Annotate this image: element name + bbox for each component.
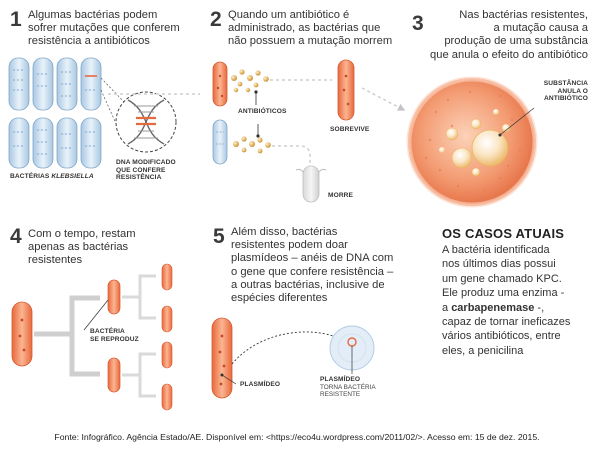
label-line: QUE CONFERE — [116, 166, 166, 174]
step-1-line: resistência a antibióticos — [28, 35, 150, 48]
step-1-number: 1 — [10, 8, 22, 31]
label-line: RESISTÊNCIA — [116, 174, 162, 182]
step-5-line: o gene que confere resistência – — [231, 265, 394, 278]
label-line: ANTIBIÓTICO — [544, 95, 588, 103]
label-line: PLASMÍDEO — [320, 376, 361, 383]
step-4-number: 4 — [10, 225, 22, 248]
step-5-text: Além disso, bactérias resistentes podem … — [231, 226, 431, 305]
cases-line: vários antibióticos, entre — [442, 330, 561, 343]
plasmid-transfer — [211, 317, 375, 399]
dies-label: MORRE — [328, 192, 354, 199]
label-line: DNA MODIFICADO — [116, 159, 176, 166]
label-line: RESISTENTE — [320, 391, 361, 398]
step-2-line: administrado, as bactérias que — [228, 22, 381, 35]
dna-zoom-circle — [115, 91, 177, 153]
bacterium-resistant — [212, 61, 228, 107]
klebsiella-bacteria-group — [8, 57, 102, 169]
bacterium-mutated — [80, 57, 102, 111]
step-5-line: a outras bactérias, inclusive de — [231, 278, 385, 291]
step-5-line: plasmídeos – anéis de DNA com — [231, 252, 394, 265]
step-4-text: Com o tempo, restam apenas as bactérias … — [28, 228, 178, 268]
bacterium-blue — [8, 117, 30, 169]
step-3-line: produção de uma substância — [444, 35, 588, 48]
cases-line: Ele produz uma enzima - — [442, 287, 565, 300]
bacteria-reproduces-label: BACTÉRIA SE REPRODUZ — [90, 328, 139, 343]
substance-label: SUBSTÂNCIA ANULA O ANTIBIÓTICO — [538, 80, 588, 103]
cases-keyword: carbapenemase — [451, 301, 535, 314]
reproduction-tree — [11, 263, 173, 411]
step-2-line: Quando um antibiótico é — [228, 9, 350, 21]
bacterium-blue — [56, 57, 78, 111]
source-caption: Fonte: Infográfico. Agência Estado/AE. D… — [54, 432, 540, 442]
bacterium-blue — [32, 57, 54, 111]
cases-line: a carbapenemase -, — [442, 301, 592, 315]
antibiotics-label: ANTIBIÓTICOS — [238, 108, 287, 115]
cases-line: A bactéria identificada — [442, 244, 550, 256]
plasmid-label: PLASMÍDEO — [240, 381, 281, 388]
label-line: BACTÉRIA — [90, 328, 125, 335]
label-line: TORNA BACTÉRIA — [320, 383, 376, 391]
bacteria-klebsiella-label: BACTÉRIAS KLEBSIELLA — [10, 173, 94, 181]
step-2-line: não possuem a mutação morrem — [228, 35, 393, 48]
cases-body: A bactéria identificada nos últimos dias… — [442, 243, 592, 358]
step-4-line: apenas as bactérias — [28, 241, 129, 254]
step-3-line: que anula o efeito do antibiótico — [430, 48, 588, 61]
cases-line-prefix: a — [442, 301, 452, 314]
antibiotic-cluster — [231, 69, 269, 93]
plasmid-right-label: PLASMÍDEO TORNA BACTÉRIA RESISTENTE — [320, 376, 376, 398]
step-5-number: 5 — [213, 225, 225, 248]
step-5-line: espécies diferentes — [231, 292, 328, 305]
bacterium-blue — [8, 57, 30, 111]
bacterium-survives — [337, 59, 355, 121]
label-line: ANULA O — [557, 87, 588, 95]
step-2-number: 2 — [210, 8, 222, 31]
cases-line: eles, a penicilina — [442, 344, 524, 357]
antibiotic-cluster — [233, 136, 271, 154]
step-3-text: Nas bactérias resistentes, a mutação cau… — [396, 9, 588, 62]
bacterium-blue — [56, 117, 78, 169]
step-1-line: Algumas bactérias podem — [28, 9, 158, 21]
cases-line: capaz de tornar ineficazes — [442, 316, 571, 329]
step-1-text: Algumas bactérias podem sofrer mutações … — [28, 9, 203, 49]
step-1-line: sofrer mutações que conferem — [28, 22, 180, 35]
label-species: KLEBSIELLA — [51, 173, 94, 180]
bacterium-blue — [32, 117, 54, 169]
step-3-number: 3 — [412, 12, 424, 35]
cases-line: nos últimos dias possui — [442, 258, 556, 271]
survives-label: SOBREVIVE — [330, 126, 370, 133]
label-line: SUBSTÂNCIA — [543, 80, 588, 87]
cases-title: OS CASOS ATUAIS — [442, 226, 565, 241]
step-5-line: resistentes podem doar — [231, 239, 348, 252]
bacterium-blue — [212, 119, 228, 165]
step-5-line: Além disso, bactérias — [231, 226, 338, 238]
bacterium-dead — [295, 165, 327, 203]
step-4-line: resistentes — [28, 254, 83, 267]
cases-line-suffix: -, — [534, 301, 545, 314]
dna-modified-label: DNA MODIFICADO QUE CONFERE RESISTÊNCIA — [116, 159, 176, 182]
bacterium-blue — [80, 117, 102, 169]
label-prefix: BACTÉRIAS — [10, 173, 50, 180]
step-3-line: a mutação causa a — [493, 22, 588, 35]
step-4-line: Com o tempo, restam — [28, 228, 136, 240]
label-line: SE REPRODUZ — [90, 335, 139, 343]
step-2-text: Quando um antibiótico é administrado, as… — [228, 9, 408, 49]
step-3-line: Nas bactérias resistentes, — [459, 9, 588, 21]
resistant-cell-zoom — [406, 76, 538, 208]
cases-line: um gene chamado KPC. — [442, 272, 562, 285]
